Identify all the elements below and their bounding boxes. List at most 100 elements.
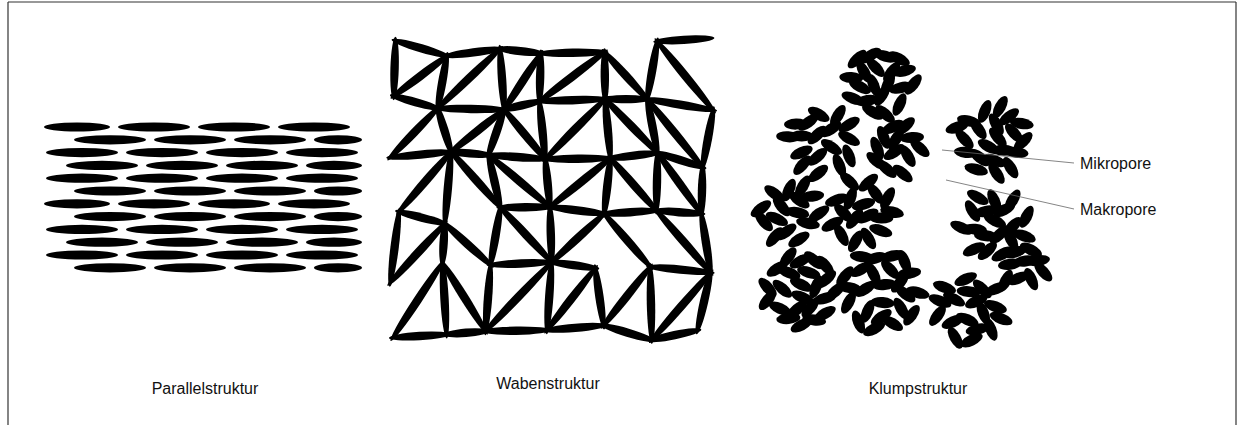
clay-particle <box>74 263 146 272</box>
clay-particle <box>286 225 358 234</box>
clay-particle <box>154 135 226 144</box>
clay-particle <box>440 147 455 228</box>
clay-particle <box>126 250 198 259</box>
clay-particle <box>840 89 866 108</box>
pore-label: Mikropore <box>1080 154 1151 173</box>
clay-particle <box>888 270 912 295</box>
clay-particle <box>126 225 198 234</box>
clay-particle <box>389 330 451 342</box>
clay-particle <box>806 104 832 125</box>
clay-particle <box>839 143 858 169</box>
clay-particle <box>483 149 556 213</box>
clay-particle <box>154 212 226 221</box>
clay-particle <box>812 303 838 325</box>
clay-particle <box>890 91 910 117</box>
clay-particle <box>306 238 362 247</box>
clay-particle <box>495 202 558 268</box>
clay-particle <box>599 320 657 345</box>
clay-particle <box>286 174 358 183</box>
clay-particle <box>314 186 362 195</box>
clay-particle <box>480 256 558 337</box>
clay-particle <box>286 250 358 259</box>
leader-lines <box>942 150 1074 209</box>
clay-particle <box>868 306 894 329</box>
clay-particle <box>931 278 957 297</box>
clay-particle <box>956 285 981 298</box>
structure-caption: Wabenstruktur <box>496 374 599 393</box>
clay-particle <box>776 130 801 143</box>
clay-particle <box>973 203 999 219</box>
clay-particle <box>786 228 812 250</box>
clay-particle <box>944 118 970 136</box>
clay-particle <box>646 267 717 346</box>
clay-particle <box>534 46 611 107</box>
clay-particle <box>539 93 610 165</box>
clay-particle <box>44 122 110 131</box>
clay-particle <box>764 209 790 229</box>
clay-particle <box>1031 259 1055 284</box>
pore-label: Makropore <box>1080 200 1156 219</box>
clay-particle <box>845 47 870 72</box>
clay-particle <box>869 212 893 224</box>
clay-particle <box>226 161 298 170</box>
clay-particle <box>442 327 490 339</box>
clay-particle <box>849 250 874 264</box>
clay-particle <box>126 174 198 183</box>
clay-particle <box>965 187 991 208</box>
parallel-structure <box>44 122 362 272</box>
clay-particle <box>789 288 815 308</box>
clay-particle <box>878 71 898 97</box>
clay-particle <box>856 171 881 195</box>
clay-particle <box>864 149 889 173</box>
clay-particle <box>387 257 448 343</box>
clay-particle <box>146 161 218 170</box>
clay-particle <box>756 287 780 313</box>
clay-particle <box>206 148 278 157</box>
leader-line <box>946 180 1074 209</box>
clay-particle <box>697 209 716 277</box>
clay-particle <box>863 55 888 80</box>
clay-particle <box>813 253 837 278</box>
clay-particle <box>437 257 491 337</box>
clay-particle <box>995 268 1015 294</box>
clay-particle <box>864 72 883 98</box>
clay-particle <box>46 225 118 234</box>
clay-particle <box>890 295 911 321</box>
clay-particle <box>74 186 146 195</box>
structure-caption: Parallelstruktur <box>152 379 259 398</box>
clay-particle <box>46 250 118 259</box>
clay-particle <box>881 141 907 163</box>
clay-particle <box>234 263 306 272</box>
honeycomb-structure <box>384 34 719 346</box>
clay-particle <box>974 300 993 326</box>
clay-particle <box>652 147 707 219</box>
clay-particle <box>647 325 702 344</box>
clay-particle <box>692 268 715 336</box>
frame <box>8 2 1236 425</box>
clay-particle <box>948 218 974 238</box>
clay-particle <box>66 161 138 170</box>
clay-particle <box>784 118 808 130</box>
clay-particle <box>985 160 1008 186</box>
clay-particle <box>1011 129 1036 154</box>
clay-particle <box>118 199 190 208</box>
clay-particle <box>118 122 190 131</box>
clay-particle <box>988 309 1014 328</box>
clay-particle <box>986 125 1010 150</box>
leader-line <box>942 150 1074 163</box>
clay-particle <box>234 186 306 195</box>
clay-particle <box>890 162 915 186</box>
clay-particle <box>646 263 656 344</box>
clay-particle <box>432 43 506 114</box>
clay-particle <box>790 153 814 178</box>
clay-particle <box>314 263 362 272</box>
clay-particle <box>306 161 362 170</box>
clay-particle <box>926 303 949 329</box>
clay-particle <box>278 199 350 208</box>
clay-particle <box>877 185 898 211</box>
clay-particle <box>902 72 925 98</box>
clay-particle <box>206 174 278 183</box>
clay-particle <box>286 148 358 157</box>
